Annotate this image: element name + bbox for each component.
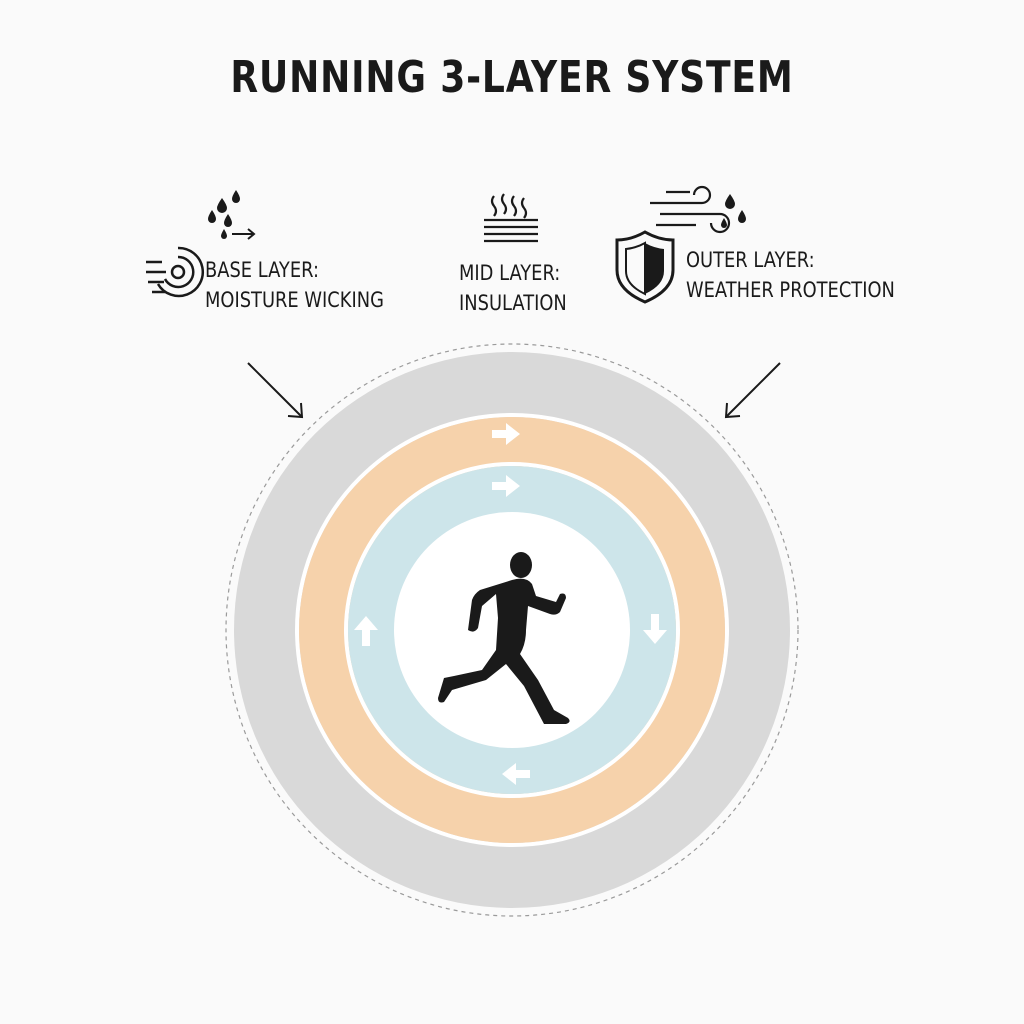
outer-dashed-boundary	[225, 343, 799, 917]
wind-icon	[650, 185, 731, 234]
base-layer-desc: MOISTURE WICKING	[205, 288, 384, 312]
flow-arrow-base-top	[492, 475, 520, 497]
base-layer-label: BASE LAYER: MOISTURE WICKING	[205, 255, 384, 315]
outer-layer-label: OUTER LAYER: WEATHER PROTECTION	[686, 245, 895, 305]
outer-ring-divider	[295, 413, 729, 847]
flow-arrow-mid-top	[492, 423, 520, 445]
runner-silhouette-icon	[438, 552, 570, 724]
base-layer-title: BASE LAYER:	[205, 258, 319, 282]
arrow-right-icon	[232, 228, 256, 240]
shield-weather-icon	[615, 230, 675, 304]
water-drops-icon	[208, 190, 240, 239]
pointer-arrow-left	[247, 362, 304, 419]
mid-layer-desc: INSULATION	[459, 291, 567, 315]
pointer-arrow-right	[724, 362, 781, 419]
flow-arrow-base-bottom	[502, 763, 530, 785]
outer-layer-title: OUTER LAYER:	[686, 248, 815, 272]
outer-layer-desc: WEATHER PROTECTION	[686, 278, 895, 302]
heat-insulation-icon	[484, 193, 538, 243]
mid-ring-divider	[344, 462, 680, 798]
flow-arrow-base-right	[643, 614, 667, 644]
mid-layer-title: MID LAYER:	[459, 261, 561, 285]
moisture-wicking-icon	[146, 246, 204, 298]
diagram-title: RUNNING 3-LAYER SYSTEM	[230, 52, 794, 103]
rain-drops-icon	[721, 194, 746, 228]
mid-layer-label: MID LAYER: INSULATION	[459, 258, 567, 318]
flow-arrow-base-left	[354, 616, 378, 646]
